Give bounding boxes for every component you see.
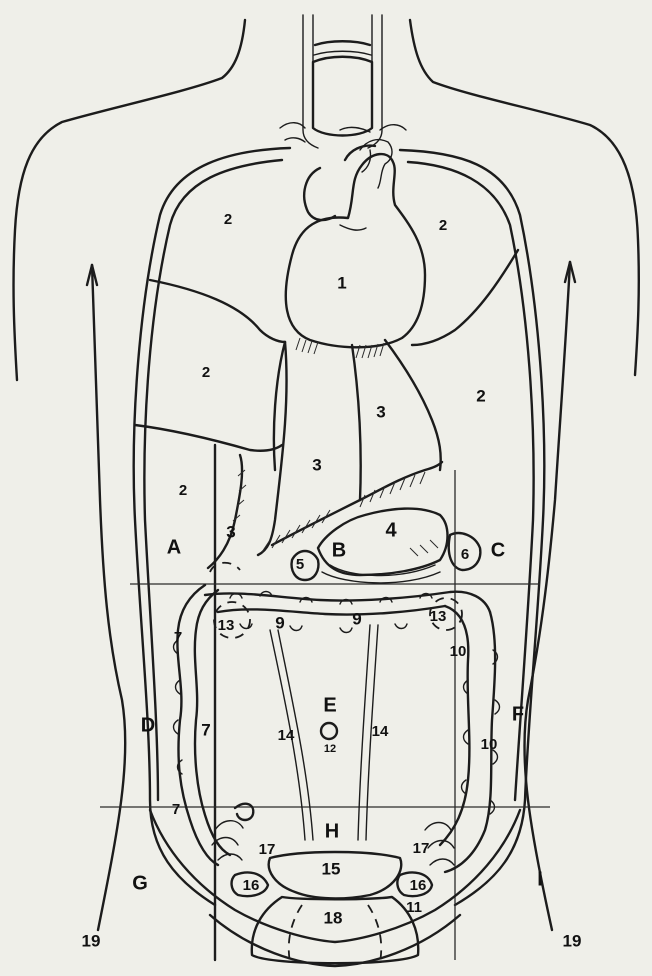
label-ureter-left: 14 xyxy=(278,727,295,744)
region-label-g: G xyxy=(132,872,148,894)
label-iliac-right: 16 xyxy=(410,877,427,894)
heart xyxy=(286,140,425,358)
label-lung-upper-right: 2 xyxy=(439,217,447,234)
region-label-f: F xyxy=(512,703,524,725)
region-label-d: D xyxy=(141,714,155,736)
label-ureter-right: 14 xyxy=(372,723,389,740)
label-descending-upper: 10 xyxy=(450,643,467,660)
label-liver-center: 3 xyxy=(312,455,321,474)
region-label-a: A xyxy=(167,536,181,558)
region-label-i: I xyxy=(537,868,543,890)
label-bladder-top: 15 xyxy=(322,859,341,878)
label-lung-mid-right: 2 xyxy=(476,386,485,405)
label-hip-right: 19 xyxy=(563,931,582,950)
label-colon-left-lower: 7 xyxy=(172,801,180,818)
label-stomach: 4 xyxy=(385,519,397,541)
region-label-e: E xyxy=(323,694,336,716)
label-lung-lower-left: 2 xyxy=(179,482,187,499)
label-colon-left-mid: 7 xyxy=(201,720,210,739)
label-sigmoid: 11 xyxy=(406,899,422,916)
label-lung-mid-left: 2 xyxy=(202,364,210,381)
label-liver-left-small: 3 xyxy=(226,522,235,541)
label-navel: 12 xyxy=(324,743,336,755)
label-hip-left: 19 xyxy=(82,931,101,950)
region-label-h: H xyxy=(325,820,339,842)
label-gallbladder: 5 xyxy=(296,556,304,573)
label-descending-lower: 10 xyxy=(481,736,498,753)
region-label-c: C xyxy=(491,539,505,561)
label-transverse-left: 9 xyxy=(275,613,284,632)
label-transverse-right: 9 xyxy=(352,609,361,628)
liver xyxy=(208,340,442,568)
label-bladder: 18 xyxy=(324,908,343,927)
label-iliac-left: 16 xyxy=(243,877,260,894)
label-colon-left-upper: 7 xyxy=(174,629,182,646)
region-label-b: B xyxy=(332,539,346,561)
label-spleen: 6 xyxy=(461,546,469,563)
navel xyxy=(321,723,337,739)
label-lung-upper-left: 2 xyxy=(224,211,232,228)
label-appendix-left: 17 xyxy=(259,841,276,858)
trachea-and-vessels xyxy=(280,15,406,148)
label-flexure-right: 13 xyxy=(430,608,447,625)
lungs xyxy=(135,250,518,960)
label-flexure-left: 13 xyxy=(218,617,235,634)
label-liver-right: 3 xyxy=(376,402,385,421)
label-heart: 1 xyxy=(337,273,346,292)
label-cecum-right: 17 xyxy=(413,840,430,857)
